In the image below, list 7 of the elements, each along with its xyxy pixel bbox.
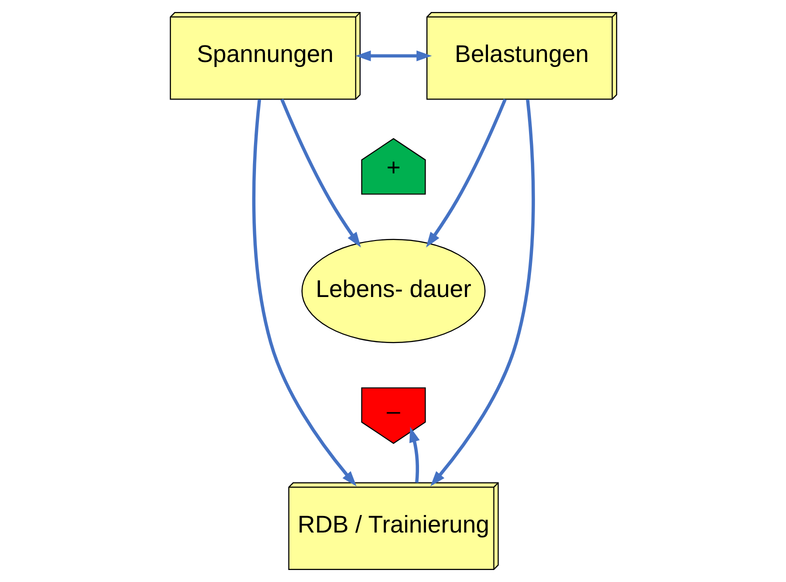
arrow (430, 99, 534, 486)
node-ellipse: Lebens- dauer (300, 238, 486, 344)
arrow (354, 50, 432, 62)
arrow (280, 98, 360, 248)
arrow (408, 426, 420, 483)
arrow (252, 99, 356, 486)
arrow (426, 98, 506, 248)
